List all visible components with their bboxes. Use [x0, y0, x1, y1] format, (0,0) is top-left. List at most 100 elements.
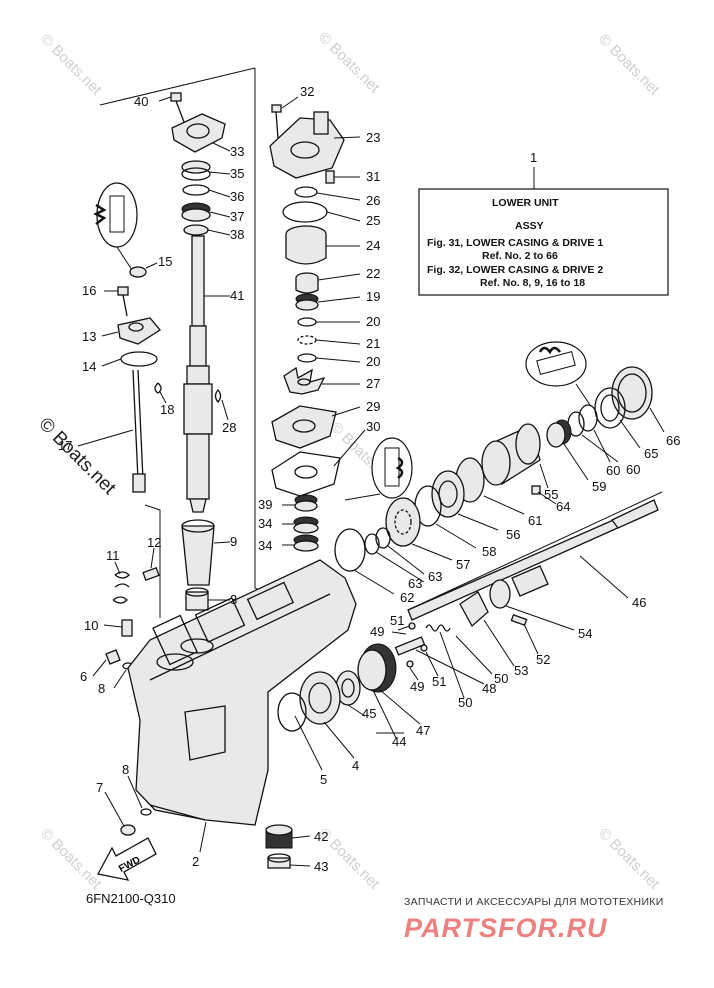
impeller-27	[283, 366, 326, 395]
shim-63-a	[375, 527, 391, 549]
callout-55: 55	[544, 487, 558, 502]
bearing-35	[181, 160, 211, 181]
callout-30: 30	[366, 419, 380, 434]
leader-lines	[77, 96, 665, 867]
callout-20-top: 20	[366, 314, 380, 329]
assembly-frame-lower-left	[144, 504, 161, 618]
watermark-bottom-left: © Boats.net	[37, 825, 105, 893]
callout-25: 25	[366, 213, 380, 228]
callout-44: 44	[392, 734, 406, 749]
callout-3: 3	[230, 592, 237, 607]
callout-19: 19	[366, 289, 380, 304]
callout-31: 31	[366, 169, 380, 184]
callout-57: 57	[456, 557, 470, 572]
watermark-top-center: © Boats.net	[315, 29, 383, 97]
callout-38: 38	[230, 227, 244, 242]
brand-subtitle: ЗАПЧАСТИ И АКСЕССУАРЫ ДЛЯ МОТОТЕХНИКИ	[404, 896, 664, 908]
callout-53: 53	[514, 663, 528, 678]
callout-36: 36	[230, 189, 244, 204]
plug-7	[120, 824, 136, 836]
key-64	[531, 485, 541, 495]
callout-56: 56	[506, 527, 520, 542]
callout-21: 21	[366, 336, 380, 351]
watermark-large: © Boats.net	[34, 414, 120, 500]
oil-seal-34-top	[293, 516, 319, 534]
callout-2: 2	[192, 854, 199, 869]
o-ring-25	[282, 201, 328, 223]
spring-50	[425, 624, 451, 632]
watermark-bottom-right: © Boats.net	[595, 825, 663, 893]
callout-12: 12	[147, 535, 161, 550]
bolt-40	[170, 92, 185, 123]
callout-22: 22	[366, 266, 380, 281]
callout-51-b: 51	[432, 674, 446, 689]
circlip-21	[297, 335, 317, 345]
nut-43	[267, 853, 291, 869]
sleeve-9	[181, 519, 215, 586]
ring-nut-66	[611, 366, 653, 420]
callout-50-a: 50	[494, 671, 508, 686]
callout-9: 9	[230, 534, 237, 549]
callout-29: 29	[366, 399, 380, 414]
bushing-3	[185, 587, 209, 611]
forward-gear-47	[357, 643, 397, 693]
seal-59	[546, 419, 572, 448]
callout-labels: 40 33 35 36 37 38 41 28 9 3 15 16 13 14 …	[58, 84, 680, 874]
pin-12	[142, 567, 160, 581]
washer-8-lower	[140, 808, 152, 816]
info-box: 1 LOWER UNIT ASSY Fig. 31, LOWER CASING …	[418, 150, 669, 296]
info-box-line2: ASSY	[515, 220, 544, 232]
callout-62: 62	[400, 590, 414, 605]
callout-39: 39	[258, 497, 272, 512]
callout-50-b: 50	[458, 695, 472, 710]
callout-51-a: 51	[390, 613, 404, 628]
callout-66: 66	[666, 433, 680, 448]
bearing-housing-55	[481, 423, 541, 486]
reverse-gear-57	[385, 497, 421, 547]
callout-27: 27	[366, 376, 380, 391]
drive-shaft-41	[183, 235, 213, 513]
callout-7: 7	[96, 780, 103, 795]
pump-housing-23	[269, 111, 345, 179]
callout-13: 13	[82, 329, 96, 344]
callout-52: 52	[536, 652, 550, 667]
propeller-shaft-46	[407, 499, 659, 621]
callout-41: 41	[230, 288, 244, 303]
callout-60-b: 60	[606, 463, 620, 478]
callout-18: 18	[160, 402, 174, 417]
bolt-16	[117, 286, 129, 317]
pinion-gear-42	[265, 824, 293, 849]
callout-26: 26	[366, 193, 380, 208]
spring-54	[489, 579, 511, 609]
shim-5	[277, 692, 307, 732]
watermark-top-right: © Boats.net	[595, 31, 663, 99]
callout-8-top: 8	[98, 681, 105, 696]
diagram-code: 6FN2100-Q310	[86, 891, 176, 906]
housing-33	[171, 113, 226, 153]
callout-49-a: 49	[370, 624, 384, 639]
callout-34-bottom: 34	[258, 538, 272, 553]
callout-34-top: 34	[258, 516, 272, 531]
washer-20-bottom	[297, 353, 317, 363]
bearing-56	[431, 470, 465, 518]
assembly-frame-left	[99, 67, 256, 106]
callout-35: 35	[230, 166, 244, 181]
callout-8-bottom: 8	[122, 762, 129, 777]
info-box-line3: Fig. 31, LOWER CASING & DRIVE 1	[427, 237, 603, 249]
grommet-10	[121, 619, 133, 637]
callout-5: 5	[320, 772, 327, 787]
callout-20-bottom: 20	[366, 354, 380, 369]
pin-48	[394, 636, 426, 656]
o-ring-36	[182, 184, 210, 196]
insert-cartridge-24	[285, 225, 327, 265]
spring-11	[112, 571, 130, 604]
callout-1: 1	[530, 150, 537, 165]
clip-18	[154, 382, 162, 394]
claw-washer-65	[594, 387, 626, 429]
callout-59: 59	[592, 479, 606, 494]
info-box-line6: Ref. No. 8, 9, 16 to 18	[480, 277, 585, 289]
callout-49-b: 49	[410, 679, 424, 694]
key-28	[214, 388, 222, 404]
callout-42: 42	[314, 829, 328, 844]
